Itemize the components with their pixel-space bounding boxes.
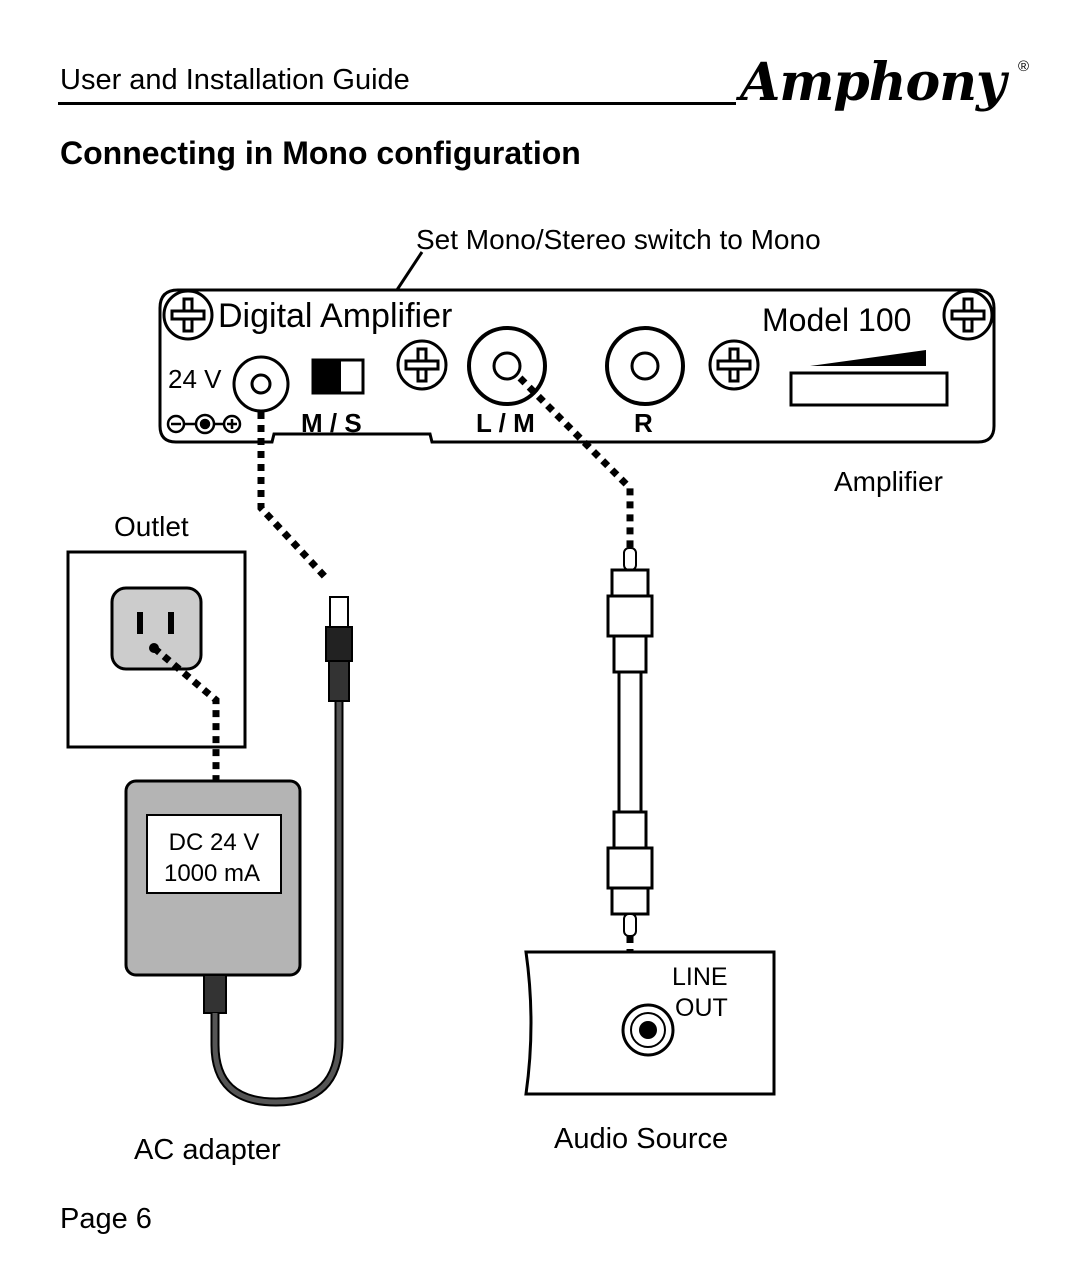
adapter-rating-1: DC 24 V <box>169 829 260 856</box>
power-label: 24 V <box>168 364 222 394</box>
adapter-label <box>146 814 282 894</box>
screw-icon <box>942 289 994 341</box>
brand-logo: Amphony <box>740 52 1006 113</box>
screw-icon <box>708 339 760 391</box>
adapter-cord <box>151 645 220 780</box>
panel-right-label: Model 100 <box>762 302 911 338</box>
outlet-caption: Outlet <box>114 511 189 542</box>
registered-mark: ® <box>1018 58 1030 75</box>
switch-instruction: Set Mono/Stereo switch to Mono <box>416 224 821 255</box>
mono-stereo-switch <box>311 358 365 395</box>
section-title: Connecting in Mono configuration <box>60 135 581 171</box>
polarity-icon <box>166 413 242 435</box>
left-jack-label: L / M <box>476 408 535 438</box>
switch-label: M / S <box>301 408 362 438</box>
line-out-label-1: LINE <box>672 963 728 991</box>
panel-left-label: Digital Amplifier <box>218 297 452 335</box>
adapter-rating-2: 1000 mA <box>164 860 260 887</box>
page-number: Page 6 <box>60 1203 152 1235</box>
line-out-label-2: OUT <box>675 994 728 1022</box>
power-cable <box>257 412 331 583</box>
rca-cable <box>606 547 654 937</box>
adapter-caption: AC adapter <box>134 1134 281 1166</box>
amplifier-caption: Amplifier <box>834 466 943 497</box>
audio-cable-top <box>517 375 634 550</box>
header-rule <box>58 102 736 105</box>
screw-icon <box>396 339 448 391</box>
volume-slot <box>789 371 949 407</box>
right-jack-label: R <box>634 408 653 438</box>
guide-title: User and Installation Guide <box>60 64 410 96</box>
audio-source-caption: Audio Source <box>554 1123 728 1155</box>
dc-plug <box>325 596 353 702</box>
outlet-socket <box>110 586 203 671</box>
volume-indicator <box>810 350 926 366</box>
screw-icon <box>162 289 214 341</box>
amplifier-panel: Digital Amplifier Model 100 24 V M / S L… <box>158 288 996 444</box>
